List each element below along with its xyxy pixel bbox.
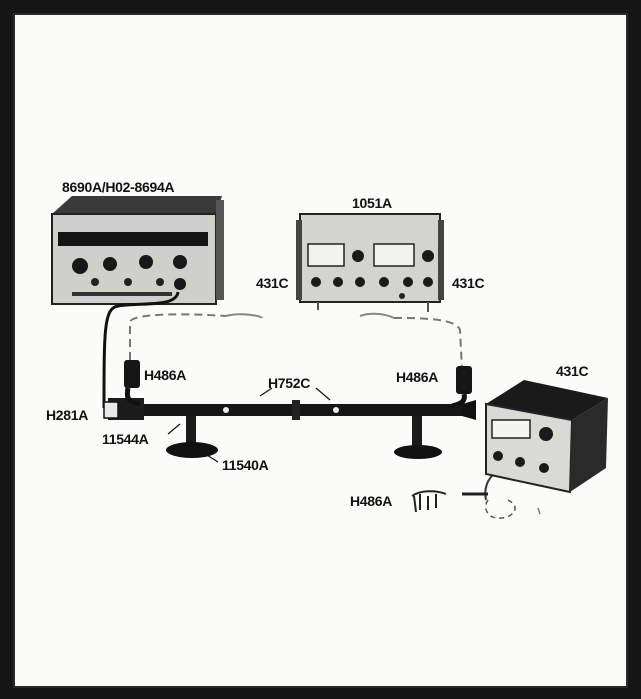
ratio-meter-instrument xyxy=(296,214,444,302)
left-mount-device xyxy=(124,360,140,404)
coupler-label: H752C xyxy=(268,376,310,390)
separate-power-meter-label: 431C xyxy=(556,364,588,378)
adapter-label: H281A xyxy=(46,408,88,422)
stand-label: 11540A xyxy=(222,458,268,472)
right-mount-label: H486A xyxy=(396,370,438,384)
ratio-meter-label: 1051A xyxy=(352,196,392,210)
carriage-label: 11544A xyxy=(102,432,148,446)
signal-generator-instrument xyxy=(52,196,224,304)
signal-generator-label: 8690A/H02-8694A xyxy=(62,180,174,194)
stand-right xyxy=(394,416,442,459)
separate-power-meter-instrument xyxy=(486,380,608,492)
left-mount-label: H486A xyxy=(144,368,186,382)
stand-left xyxy=(166,416,218,458)
loose-mount-label: H486A xyxy=(350,494,392,508)
interconnect-cables xyxy=(104,292,496,500)
left-power-meter-label: 431C xyxy=(256,276,288,290)
right-power-meter-label: 431C xyxy=(452,276,484,290)
right-mount-device xyxy=(452,366,472,406)
